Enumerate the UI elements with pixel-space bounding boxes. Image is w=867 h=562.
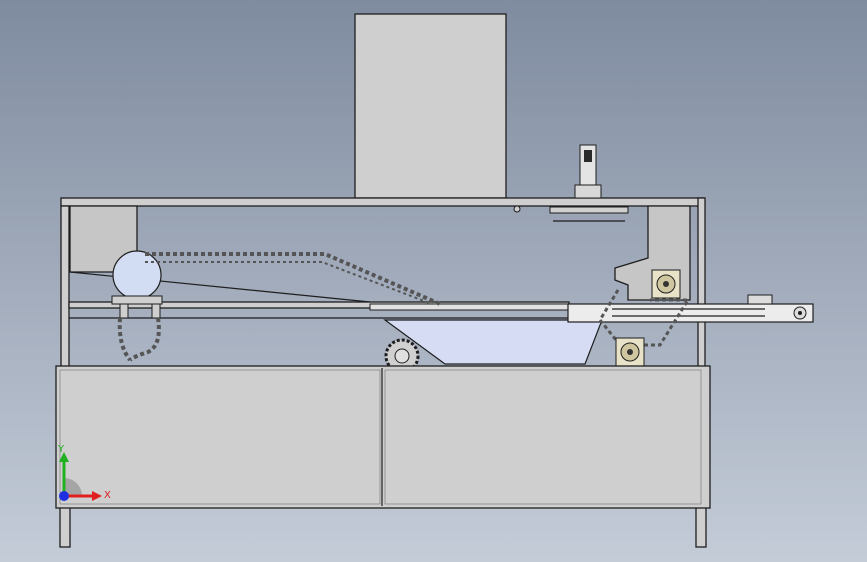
tensioner-block[interactable] bbox=[747, 294, 773, 305]
sprocket-center-hub bbox=[394, 348, 410, 364]
conveyor-beam[interactable] bbox=[567, 303, 814, 323]
right-post[interactable] bbox=[697, 197, 706, 369]
triad-arc bbox=[64, 478, 82, 496]
y-axis-arrowhead bbox=[59, 452, 69, 462]
z-axis-dot bbox=[59, 491, 69, 501]
x-axis-label: X bbox=[104, 490, 111, 501]
sensor-bracket[interactable] bbox=[549, 206, 629, 214]
left-post[interactable] bbox=[60, 205, 70, 369]
gear-motor bbox=[111, 250, 163, 319]
top-hopper-box[interactable] bbox=[354, 13, 507, 199]
collection-tray[interactable] bbox=[383, 319, 603, 365]
lower-cabinet bbox=[55, 365, 711, 509]
cabinet-door-left[interactable] bbox=[59, 369, 381, 505]
y-axis-label: Y bbox=[57, 444, 65, 455]
bearing-upper-bore bbox=[663, 281, 669, 287]
legs bbox=[59, 504, 707, 548]
leg-left[interactable] bbox=[59, 504, 71, 548]
cabinet-door-right[interactable] bbox=[384, 369, 702, 505]
sprockets bbox=[384, 338, 420, 374]
lower-chain-loop[interactable] bbox=[117, 317, 161, 362]
cabinet-body[interactable] bbox=[55, 365, 711, 509]
sensor-mount bbox=[574, 184, 602, 199]
motor-foot-left bbox=[119, 303, 129, 319]
upper-chain-return bbox=[145, 261, 433, 305]
end-pulley-hub bbox=[798, 311, 802, 315]
leg-right[interactable] bbox=[695, 504, 707, 548]
belt-conveyor bbox=[369, 294, 814, 323]
top-sensor-assembly bbox=[513, 144, 629, 222]
motor-foot-right bbox=[151, 303, 161, 319]
bearing-lower-bore bbox=[627, 349, 633, 355]
x-axis-arrowhead bbox=[92, 491, 102, 501]
motor-base[interactable] bbox=[111, 295, 163, 305]
rail-fastener bbox=[513, 205, 521, 213]
top-rail[interactable] bbox=[60, 197, 705, 207]
conveyor-bed[interactable] bbox=[369, 303, 571, 311]
motor-housing[interactable] bbox=[112, 250, 162, 300]
upper-chain[interactable] bbox=[145, 252, 441, 306]
sensor-window bbox=[584, 150, 592, 162]
bearings bbox=[615, 269, 681, 367]
coordinate-triad: Y X bbox=[57, 444, 111, 501]
